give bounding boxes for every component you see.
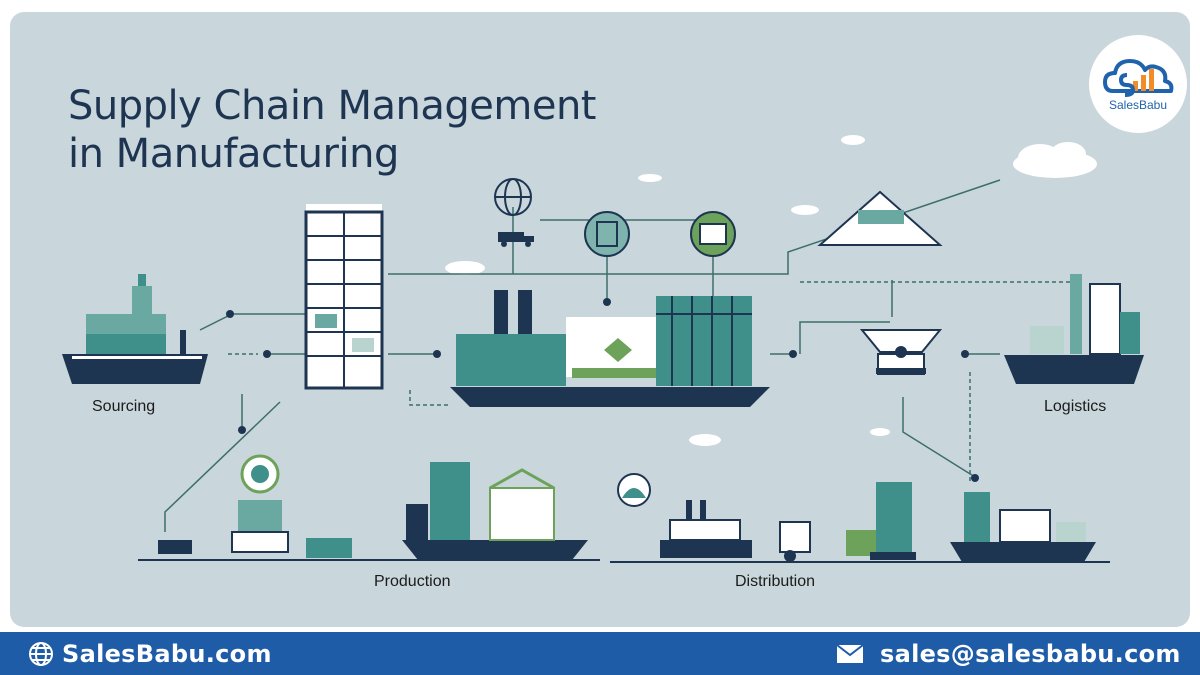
distribution-ship [950, 492, 1096, 562]
envelope-icon [836, 644, 864, 663]
factory-ship [450, 290, 770, 407]
stage-label-sourcing: Sourcing [92, 398, 156, 415]
cloud-decoration [445, 135, 1097, 446]
footer-bar: SalesBabu.com sales@salesbabu.com [0, 632, 1200, 675]
stage-label-distribution: Distribution [735, 573, 816, 590]
production-station [158, 454, 352, 558]
document-node-icon [690, 211, 736, 257]
title-line-2: in Manufacturing [68, 131, 399, 177]
title-line-1: Supply Chain Management [68, 83, 597, 129]
sourcing-cargo-ship [62, 274, 208, 384]
control-station [859, 329, 943, 375]
logo-text: SalesBabu [1108, 98, 1168, 112]
website-link[interactable]: SalesBabu.com [62, 640, 272, 668]
globe-icon [29, 642, 53, 666]
cloud-chart-icon [1103, 59, 1174, 97]
building-node-icon [584, 211, 630, 257]
truck-small-icon [498, 232, 534, 247]
distribution-station [617, 473, 916, 562]
stage-label-production: Production [374, 573, 451, 590]
warehouse-tower [304, 204, 384, 390]
salesbabu-logo: SalesBabu [1089, 35, 1187, 133]
production-barge [402, 462, 588, 560]
email-link[interactable]: sales@salesbabu.com [880, 640, 1181, 668]
page-title: Supply Chain Management in Manufacturing [68, 82, 597, 178]
globe-node-icon [494, 178, 532, 216]
hillside-warehouse [817, 190, 943, 246]
logistics-cargo-ship [1004, 274, 1144, 384]
infographic-card: Supply Chain Management in Manufacturing… [10, 12, 1190, 627]
stage-label-logistics: Logistics [1044, 398, 1107, 415]
supply-chain-illustration [62, 135, 1144, 563]
